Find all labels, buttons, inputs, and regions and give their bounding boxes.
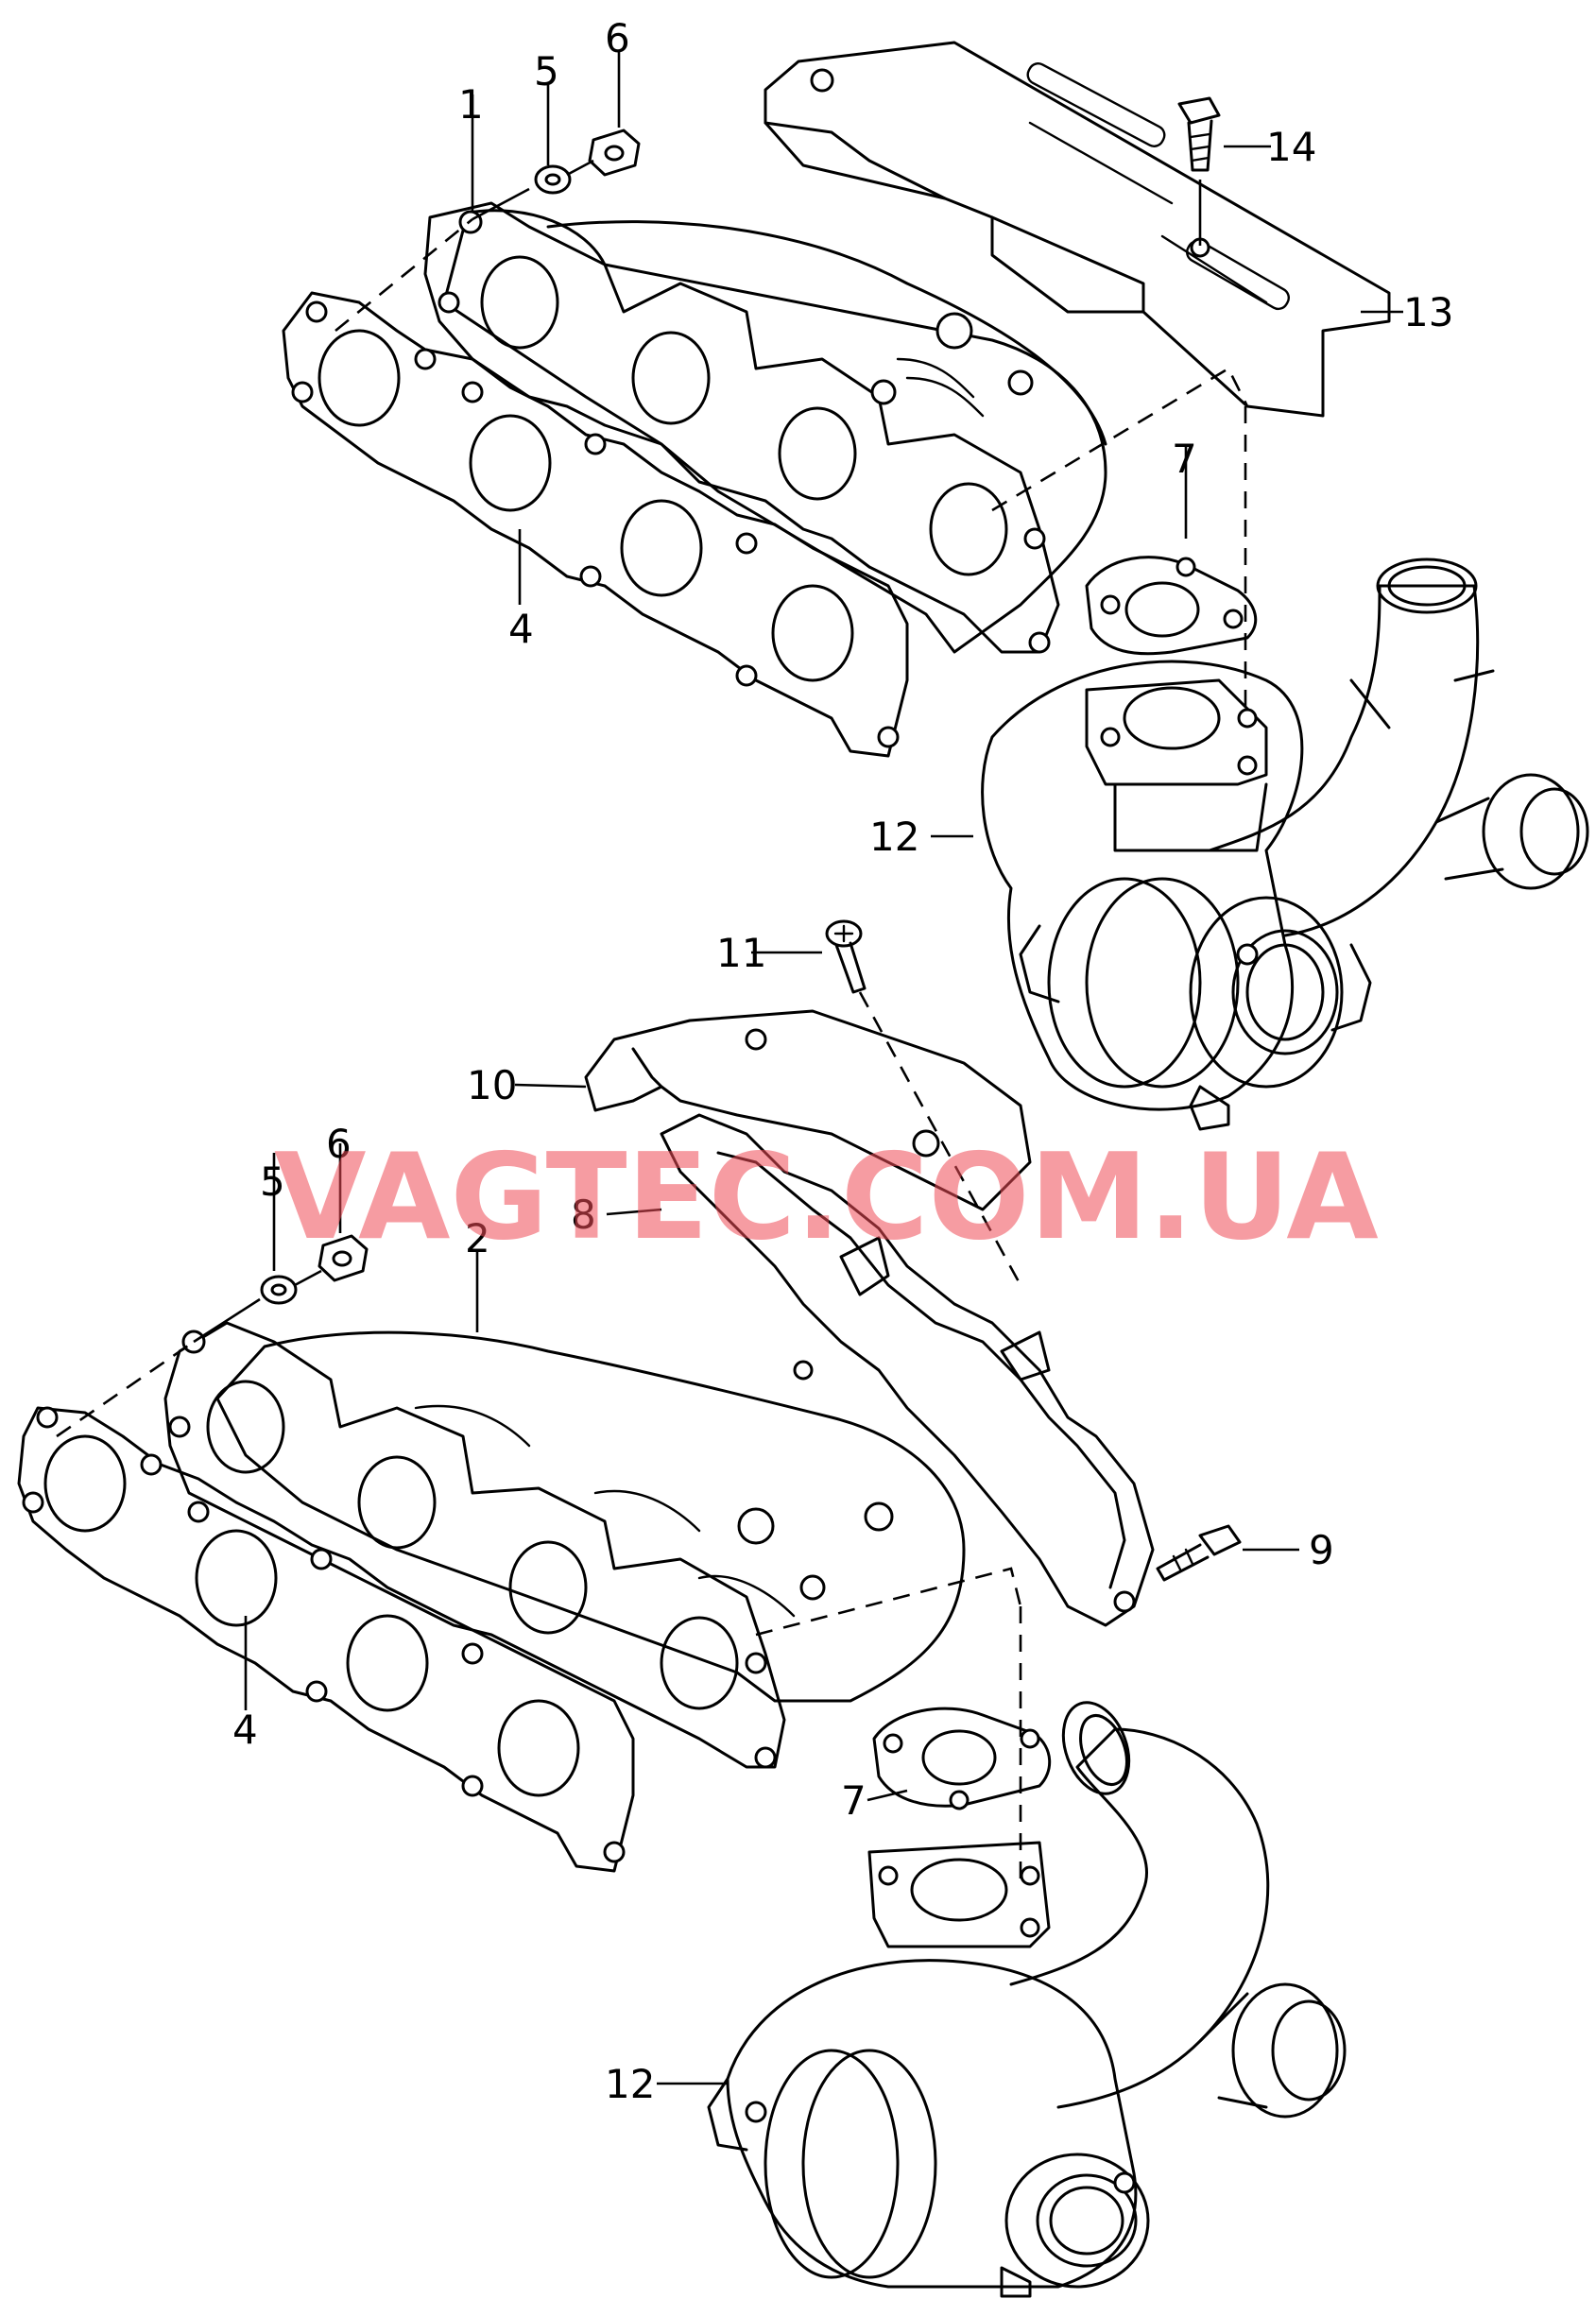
watermark-text: VAGTEC.COM.UA: [274, 1127, 1379, 1266]
callout-4-lower: 4: [232, 1707, 258, 1753]
callout-7-lower: 7: [841, 1777, 867, 1824]
washer-5-upper: [534, 164, 572, 195]
turbo-gasket-7-lower: [872, 1707, 1052, 1810]
callout-13: 13: [1403, 289, 1453, 335]
nut-6-lower: [317, 1234, 369, 1282]
callout-5-lower: 5: [260, 1158, 285, 1205]
callout-9: 9: [1309, 1527, 1334, 1573]
callout-4-upper: 4: [508, 606, 534, 652]
heat-shield-gasket-8: [660, 1113, 1155, 1627]
callout-14: 14: [1266, 124, 1316, 170]
callout-6-lower: 6: [326, 1121, 352, 1167]
callout-7-upper: 7: [1172, 436, 1197, 482]
bolt-11: [825, 919, 867, 994]
callout-12-upper: 12: [869, 814, 919, 860]
callout-2: 2: [465, 1215, 490, 1261]
turbo-gasket-7-upper: [1085, 556, 1258, 656]
callout-11: 11: [716, 930, 766, 976]
callout-10: 10: [467, 1062, 517, 1108]
heat-shield-upper: [764, 41, 1391, 418]
manifold-gasket-4-upper: [282, 291, 909, 758]
exhaust-manifold-1: [423, 201, 1107, 654]
bolt-14: [1177, 96, 1221, 172]
washer-5-lower: [260, 1275, 298, 1305]
bolt-9: [1156, 1524, 1242, 1582]
callout-5-upper: 5: [534, 48, 559, 94]
turbocharger-12-upper: [981, 558, 1589, 1131]
heat-shield-10: [584, 1009, 1032, 1211]
manifold-gasket-4-lower: [17, 1406, 635, 1873]
turbocharger-12-lower: [707, 1701, 1347, 2298]
callout-12-lower: 12: [605, 2061, 655, 2107]
exhaust-manifold-2: [163, 1321, 966, 1769]
callout-6-upper: 6: [605, 15, 630, 61]
nut-6-upper: [588, 129, 641, 177]
callout-8: 8: [571, 1192, 596, 1238]
callout-1: 1: [458, 81, 484, 128]
